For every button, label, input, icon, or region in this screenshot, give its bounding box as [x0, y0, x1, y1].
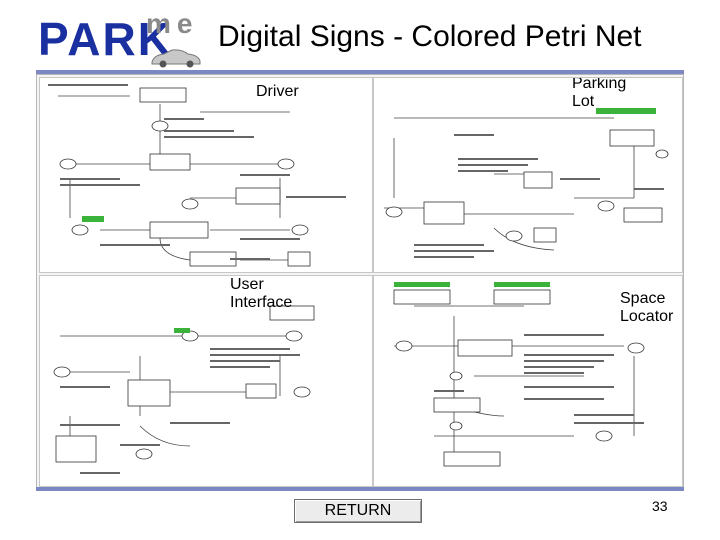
page-number: 33: [652, 498, 668, 514]
page-title: Digital Signs - Colored Petri Net: [218, 20, 642, 53]
user-interface-panel: User Interface: [39, 275, 373, 487]
space-locator-label-line2: Locator: [620, 308, 674, 325]
petri-net-figure: Driver: [36, 74, 684, 488]
driver-net-graph: [48, 84, 346, 267]
space-locator-net-graph: [393, 282, 645, 467]
logo-park-text: PARK: [38, 13, 173, 65]
parking-lot-panel: Parking Lot: [373, 77, 683, 273]
space-locator-panel: Space Locator: [373, 275, 683, 487]
driver-label: Driver: [256, 83, 299, 100]
user-interface-label-line1: User: [230, 276, 264, 293]
parking-lot-label-line2: Lot: [572, 93, 595, 110]
car-icon: [151, 49, 201, 68]
driver-panel: Driver: [39, 77, 373, 273]
space-locator-label-line1: Space: [620, 290, 666, 307]
user-interface-label-line2: Interface: [230, 294, 293, 311]
logo-me-text: me: [146, 8, 199, 39]
parking-lot-label: Parking Lot: [572, 77, 627, 111]
header-divider: [36, 70, 684, 74]
user-interface-label: User Interface: [230, 276, 292, 312]
footer-divider: [36, 487, 684, 491]
parking-lot-label-line1: Parking: [572, 77, 627, 92]
parkme-logo: PARK me: [38, 8, 206, 72]
user-interface-net-graph: [53, 305, 315, 474]
parking-lot-net-graph: [384, 108, 669, 258]
return-button[interactable]: RETURN: [294, 499, 422, 523]
space-locator-label: Space Locator: [620, 290, 673, 326]
